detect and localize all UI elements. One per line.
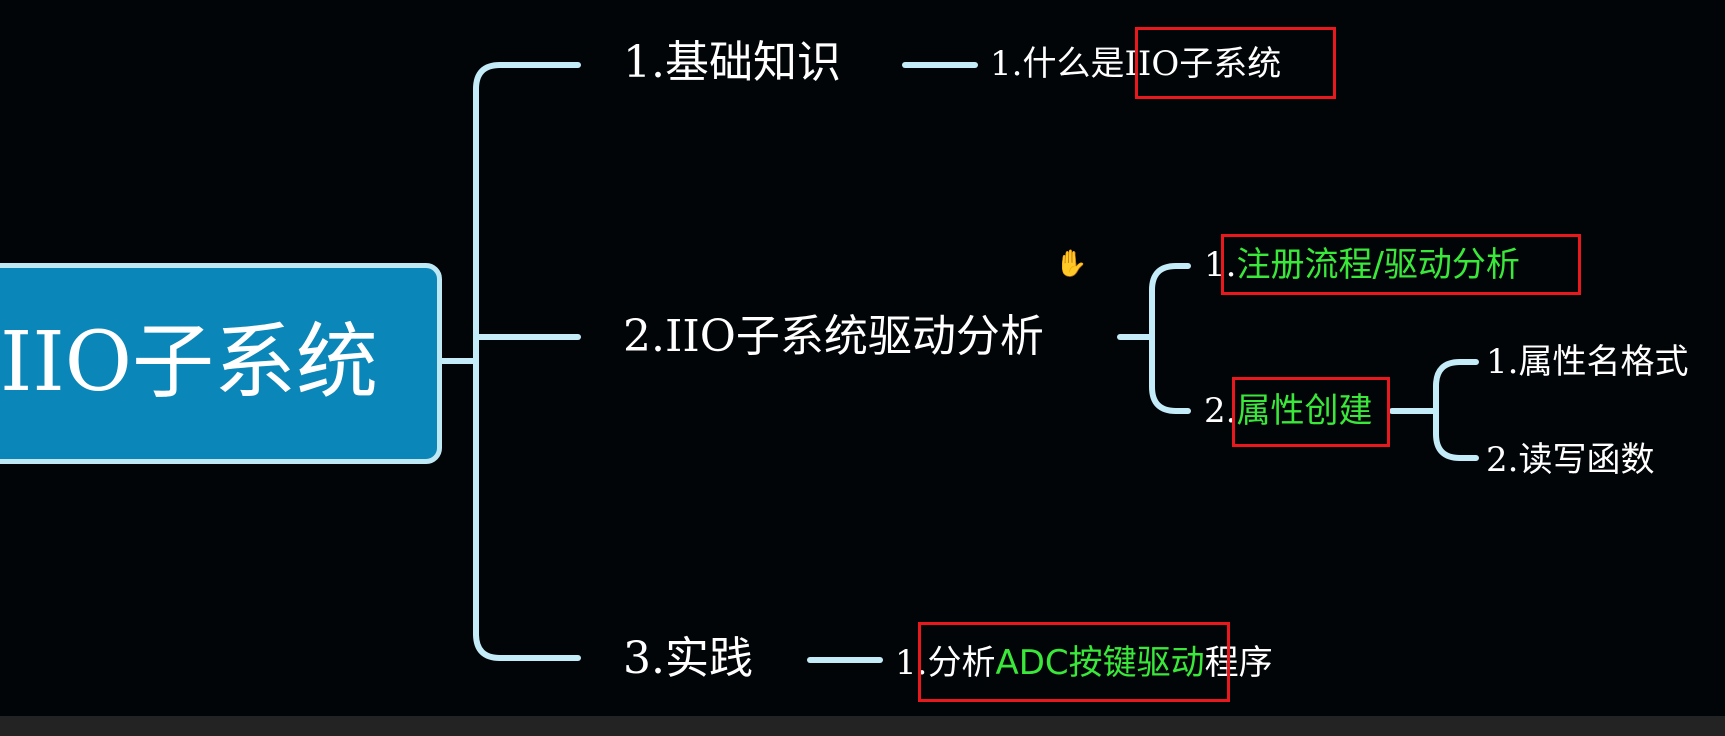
annotation-box-register-flow — [1221, 234, 1581, 295]
branch-practice-label: 3.实践 — [623, 633, 753, 684]
label-suffix: 程序 — [1204, 643, 1273, 683]
label-prefix: 1.什么是 — [990, 44, 1125, 84]
annotation-box-attr-create — [1232, 377, 1390, 447]
driver-child-attr-create: 2.属性创建 — [1204, 391, 1372, 431]
driver-child-register-flow: 1.注册流程/驱动分析 — [1204, 245, 1520, 285]
annotation-box-iio — [1135, 27, 1336, 99]
root-label: IIO子系统 — [0, 315, 379, 410]
label-prefix: 1. — [1204, 245, 1237, 285]
branch2-brace — [1149, 263, 1191, 414]
label-highlight: 注册流程/驱动分析 — [1236, 245, 1520, 285]
practice-child-adc-key: 1.分析ADC按键驱动程序 — [895, 643, 1273, 683]
basics-child-what-is-iio: 1.什么是IIO子系统 — [990, 44, 1281, 84]
main-brace — [473, 62, 581, 661]
attr-child-rw-functions: 2.读写函数 — [1486, 440, 1655, 480]
branch-driver-analysis-label: 2.IIO子系统驱动分析 — [623, 311, 1044, 362]
hand-cursor-icon: ✋ — [1055, 249, 1088, 279]
label-highlight: 属性创建 — [1236, 391, 1373, 431]
branch22-brace — [1433, 359, 1479, 461]
bottom-bar — [0, 716, 1725, 736]
branch-basics-label: 1.基础知识 — [623, 37, 841, 88]
attr-child-name-format: 1.属性名格式 — [1486, 342, 1689, 382]
label-prefix: 2. — [1204, 391, 1237, 431]
label-highlight: IIO子系统 — [1124, 44, 1282, 84]
label-prefix: 1.分析 — [895, 643, 996, 683]
label-highlight: ADC按键驱动 — [995, 643, 1205, 683]
annotation-box-adc-key — [918, 622, 1230, 702]
root-node[interactable] — [0, 263, 442, 464]
